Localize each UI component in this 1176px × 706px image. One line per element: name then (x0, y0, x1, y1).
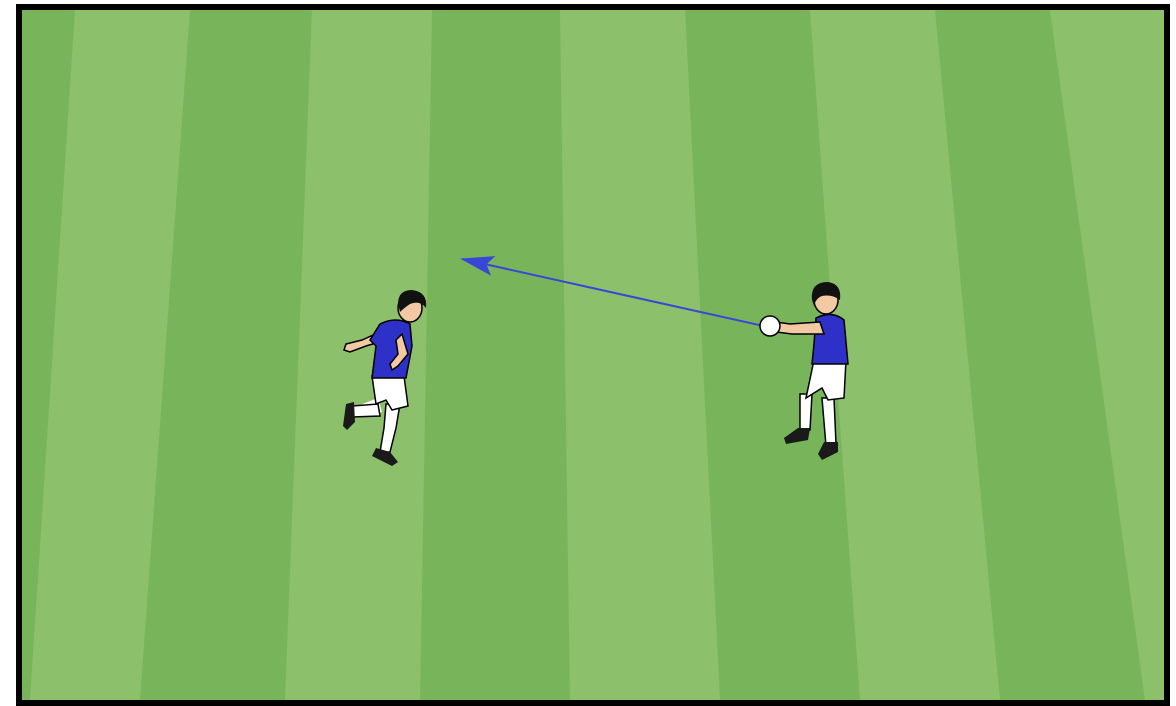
server-arms (776, 322, 824, 334)
receiver-back-sock (352, 404, 380, 417)
ball (760, 316, 780, 336)
server-shorts (806, 360, 846, 400)
server-left-sock (800, 394, 812, 432)
grass-stripe (420, 10, 570, 700)
grass-field (22, 10, 1164, 700)
